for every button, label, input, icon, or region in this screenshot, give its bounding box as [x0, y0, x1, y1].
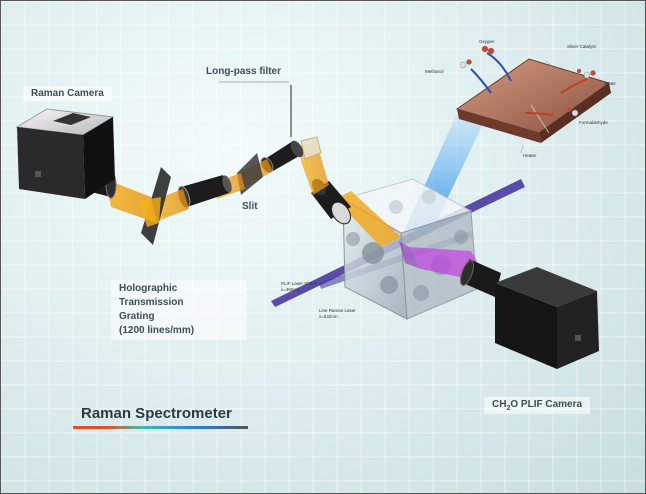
plif-label-sub: 2 — [506, 405, 511, 412]
title-underline — [73, 426, 248, 429]
plif-laser-sheet-line2: λ=355nm — [281, 287, 300, 292]
raman-signal-cone — [335, 191, 401, 247]
water-label: Water — [604, 81, 616, 86]
oxygen-label: Oxygen — [479, 39, 495, 44]
plif-label-suffix: O PLIF Camera — [510, 399, 583, 410]
raman-camera-label: Raman Camera — [23, 86, 112, 101]
flow-arrows — [470, 52, 588, 116]
grating-label-line1: Holographic Transmission — [119, 283, 184, 308]
plif-laser-sheet-label: PLIF Laser Sheet λ=355nm — [281, 281, 316, 293]
plif-label-prefix: CH — [492, 399, 507, 410]
diagram-title: Raman Spectrometer — [81, 405, 232, 422]
molecules — [459, 45, 596, 117]
methanol-label: Methanol — [425, 69, 444, 74]
plif-laser-sheet-line1: PLIF Laser Sheet — [281, 281, 317, 286]
beam-grating-to-camera — [105, 179, 161, 227]
raman-laser-line2: λ=532nm — [319, 314, 338, 319]
raman-laser-line1: Line Raman Laser — [319, 308, 356, 313]
slit-label: Slit — [242, 201, 258, 212]
longpass-filter — [219, 81, 322, 160]
raman-camera — [15, 108, 115, 199]
plif-camera — [495, 267, 599, 369]
heater-label: Heater — [523, 153, 537, 158]
grating-label-line3: (1200 lines/mm) — [119, 325, 195, 336]
raman-laser-label: Line Raman Laser λ=532nm — [319, 308, 356, 320]
grating-label: Holographic Transmission Grating (1200 l… — [111, 280, 247, 340]
grating-label-line2: Grating — [119, 311, 155, 322]
plif-camera-lens — [460, 259, 501, 297]
longpass-filter-label: Long-pass filter — [206, 66, 282, 77]
silver-catalyst-label: Silver Catalyst — [567, 44, 596, 49]
plif-camera-label: CH2O PLIF Camera — [484, 397, 591, 414]
formaldehyde-label: Formaldehyde — [579, 120, 608, 125]
